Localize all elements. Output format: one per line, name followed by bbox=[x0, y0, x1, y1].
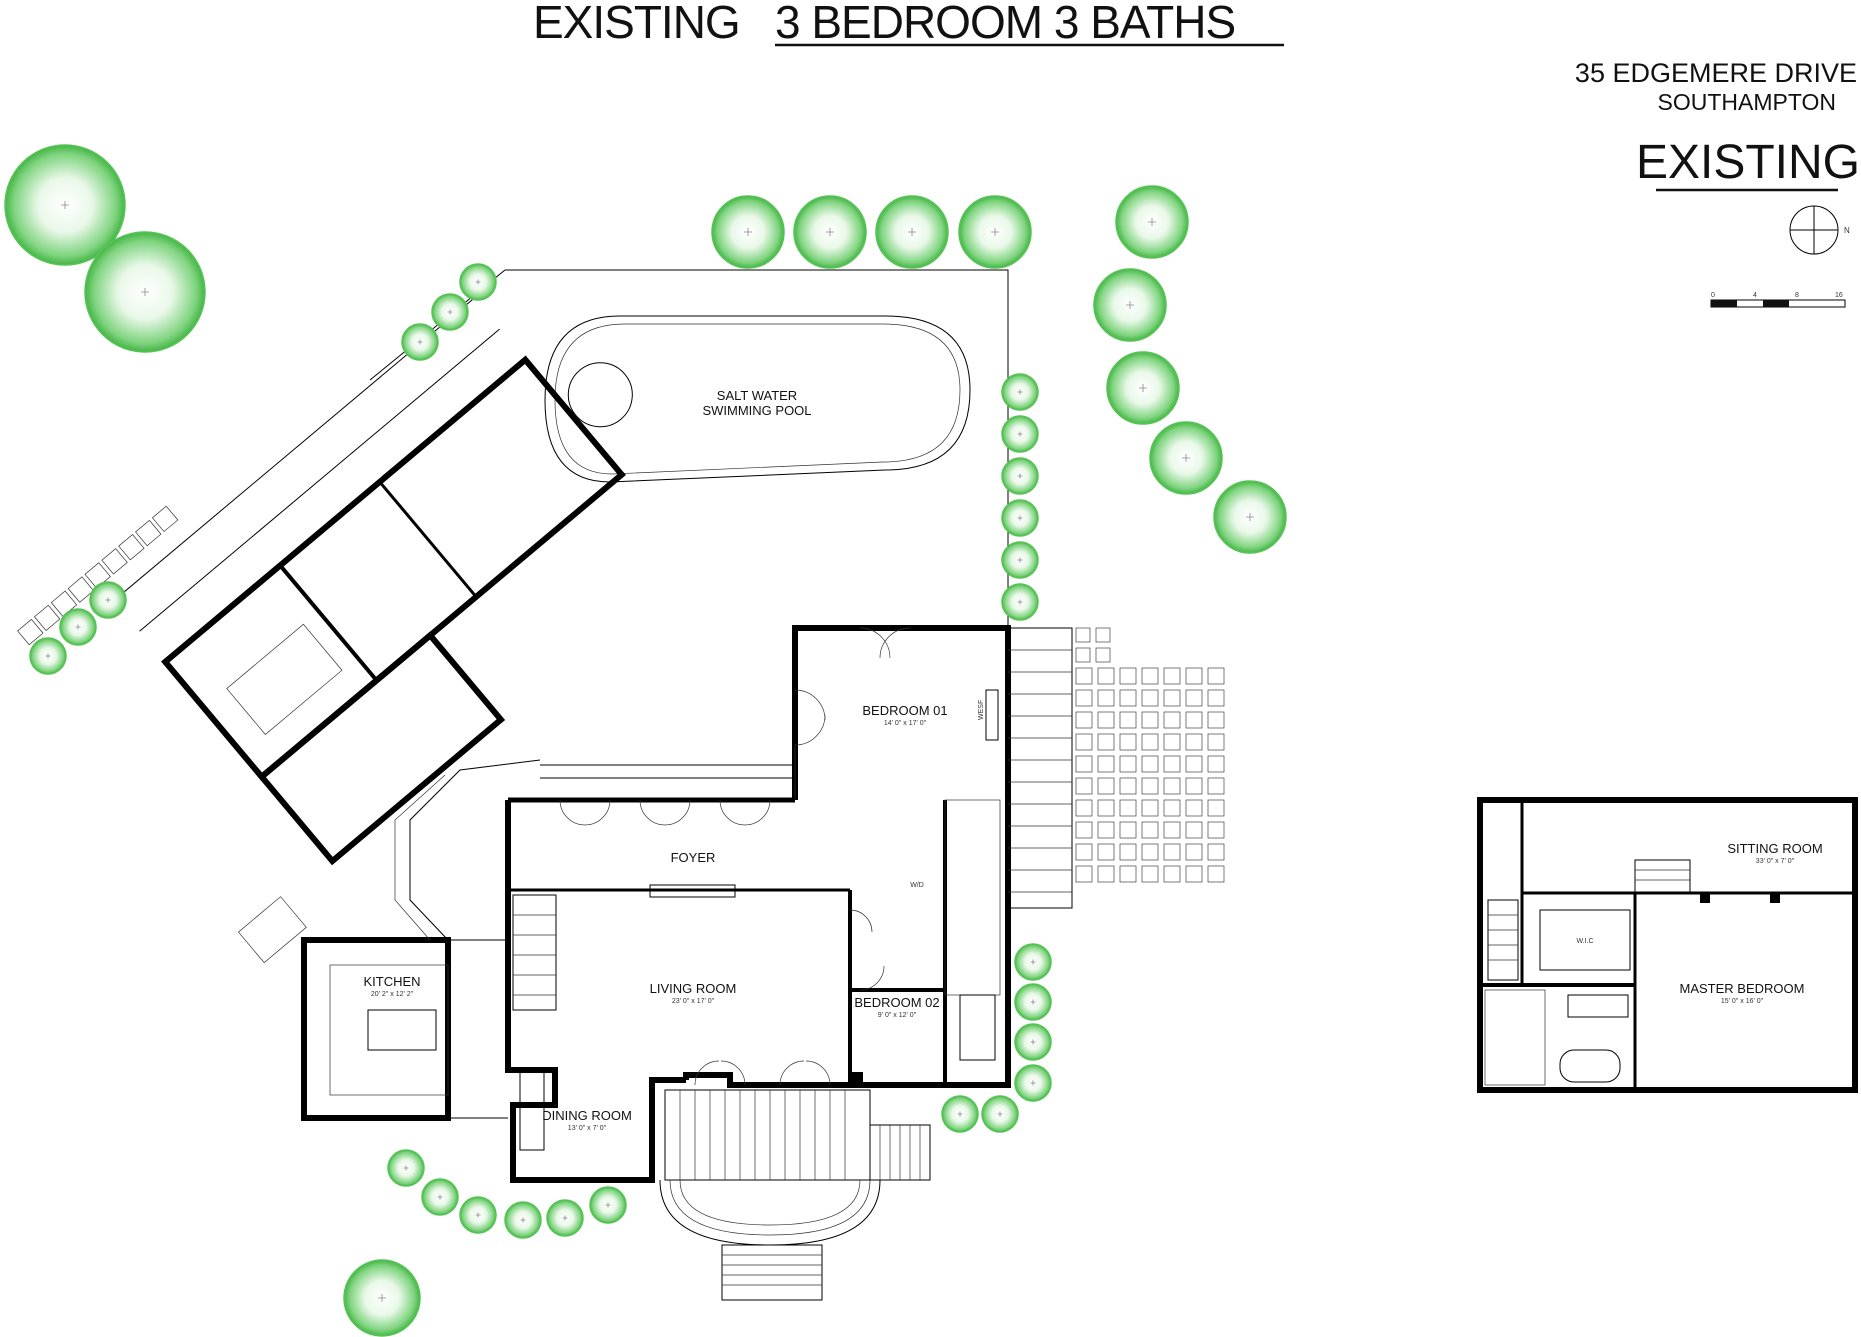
tree-icon bbox=[59, 608, 97, 646]
address-line2: SOUTHAMPTON bbox=[1658, 89, 1836, 115]
tree-icon bbox=[1014, 1023, 1052, 1061]
tree-icon bbox=[504, 1201, 542, 1239]
tree-icon bbox=[793, 195, 867, 269]
tree-icon bbox=[1001, 415, 1039, 453]
tree-icon bbox=[1014, 943, 1052, 981]
scale-tick-8: 8 bbox=[1795, 292, 1799, 299]
paver-grid bbox=[1075, 627, 1225, 883]
pool-house bbox=[113, 298, 633, 866]
tree-icon bbox=[711, 195, 785, 269]
tree-icon bbox=[459, 1196, 497, 1234]
bedroom01-size: 14' 0" x 17' 0" bbox=[884, 720, 927, 727]
tree-icon bbox=[1001, 583, 1039, 621]
dining-room-label: DINING ROOM bbox=[542, 1108, 632, 1123]
scale-bar: 0 4 8 16 bbox=[1710, 292, 1846, 308]
sitting-room-label: SITTING ROOM bbox=[1727, 841, 1822, 856]
tree-icon bbox=[459, 263, 497, 301]
tree-icon bbox=[1001, 373, 1039, 411]
tree-icon bbox=[958, 195, 1032, 269]
tree-icon bbox=[1001, 457, 1039, 495]
tree-icon bbox=[1149, 421, 1223, 495]
tree-icon bbox=[401, 323, 439, 361]
tree-icon bbox=[421, 1178, 459, 1216]
tree-icon bbox=[84, 231, 206, 353]
foyer-label: FOYER bbox=[671, 850, 716, 865]
tree-icon bbox=[546, 1199, 584, 1237]
kitchen-label: KITCHEN bbox=[363, 974, 420, 989]
scale-tick-4: 4 bbox=[1753, 292, 1757, 299]
tree-icon bbox=[941, 1095, 979, 1133]
dining-room-size: 13' 0" x 7' 0" bbox=[568, 1125, 607, 1132]
tree-icon bbox=[1093, 268, 1167, 342]
bedroom01-label: BEDROOM 01 bbox=[862, 703, 947, 718]
landscape-trees bbox=[4, 144, 1287, 1337]
second-floor-plan: SITTING ROOM 33' 0" x 7' 0" W.I.C MASTER… bbox=[1477, 797, 1858, 1093]
pool-area: SALT WATER SWIMMING POOL bbox=[369, 269, 1009, 625]
sitting-room-size: 33' 0" x 7' 0" bbox=[1756, 858, 1795, 865]
living-room-label: LIVING ROOM bbox=[650, 981, 737, 996]
wd-label: W/D bbox=[910, 882, 924, 889]
title-underlined: 3 BEDROOM 3 BATHS bbox=[775, 0, 1235, 48]
tree-icon bbox=[343, 1259, 421, 1337]
master-bedroom-size: 15' 0" x 16' 0" bbox=[1721, 998, 1764, 1005]
compass-icon: N bbox=[1789, 205, 1850, 255]
tree-icon bbox=[1106, 351, 1180, 425]
tree-icon bbox=[981, 1095, 1019, 1133]
tree-icon bbox=[1213, 480, 1287, 554]
tree-icon bbox=[89, 581, 127, 619]
address-line1: 35 EDGEMERE DRIVE bbox=[1575, 58, 1857, 88]
tree-icon bbox=[589, 1186, 627, 1224]
tree-icon bbox=[4, 144, 126, 266]
tree-icon bbox=[875, 195, 949, 269]
wesf-label: WESF bbox=[978, 700, 985, 720]
first-floor-labels: BEDROOM 01 14' 0" x 17' 0" WESF FOYER LI… bbox=[363, 700, 985, 1132]
main-house bbox=[237, 625, 1073, 1301]
tree-icon bbox=[1014, 983, 1052, 1021]
master-bedroom-label: MASTER BEDROOM bbox=[1680, 981, 1805, 996]
bedroom02-size: 9' 0" x 12' 0" bbox=[878, 1012, 917, 1019]
plan-title: EXISTING 3 BEDROOM 3 BATHS bbox=[533, 0, 1284, 48]
kitchen-size: 20' 2" x 12' 2" bbox=[371, 991, 414, 998]
tree-icon bbox=[1115, 185, 1189, 259]
tree-icon bbox=[1001, 499, 1039, 537]
pool-label-2: SWIMMING POOL bbox=[702, 403, 811, 418]
bedroom02-label: BEDROOM 02 bbox=[854, 995, 939, 1010]
scale-tick-16: 16 bbox=[1835, 292, 1843, 299]
tree-icon bbox=[387, 1149, 425, 1187]
tree-icon bbox=[1001, 541, 1039, 579]
living-room-size: 23' 0" x 17' 0" bbox=[672, 998, 715, 1005]
title-prefix: EXISTING bbox=[533, 0, 740, 48]
compass-north: N bbox=[1844, 226, 1850, 235]
pool-label-1: SALT WATER bbox=[717, 388, 797, 403]
tree-icon bbox=[29, 637, 67, 675]
pool-house-pavers bbox=[17, 505, 179, 646]
scale-tick-0: 0 bbox=[1711, 292, 1715, 299]
status-label: EXISTING bbox=[1636, 136, 1860, 189]
address-block: 35 EDGEMERE DRIVE SOUTHAMPTON EXISTING bbox=[1575, 58, 1860, 192]
tree-icon bbox=[431, 293, 469, 331]
wic-label: W.I.C bbox=[1576, 938, 1593, 945]
tree-icon bbox=[1014, 1064, 1052, 1102]
